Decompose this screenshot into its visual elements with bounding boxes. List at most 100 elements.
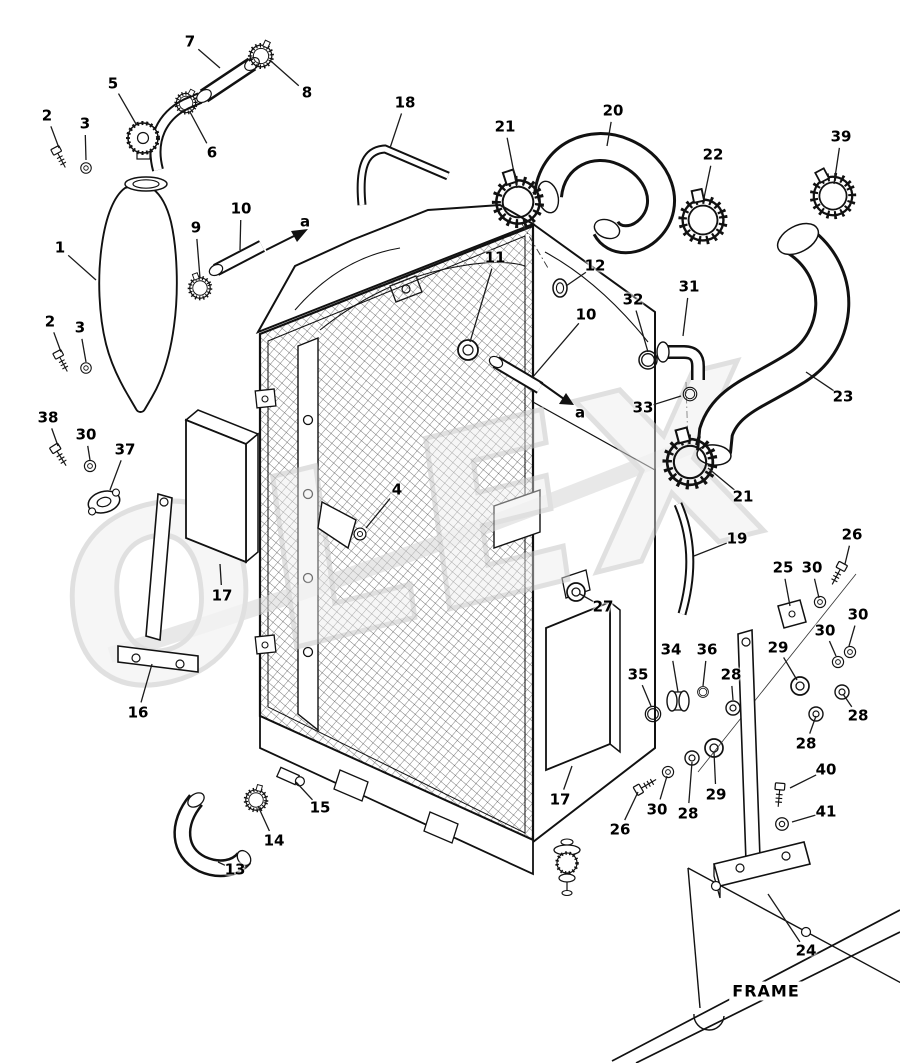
- leader-5: [117, 93, 137, 125]
- hose-20-end-2: [593, 218, 621, 240]
- construction-line-2: [685, 381, 689, 447]
- expansion-tank-group: [98, 37, 277, 413]
- hardware-alignment-line: [697, 573, 857, 773]
- lower-hose-group: [659, 162, 859, 490]
- leader-28: [809, 715, 817, 734]
- strip-19-core: [675, 502, 693, 615]
- tube-10-end: [208, 263, 224, 277]
- fitting-15: [275, 766, 305, 787]
- core-bolt-strip: [297, 336, 319, 732]
- leader-8: [271, 61, 300, 87]
- tube-10-lower-end: [488, 355, 504, 369]
- leader-21: [707, 467, 735, 491]
- filler-neck-11-inner: [462, 344, 474, 356]
- leader-30: [813, 578, 820, 599]
- overflow-tube-upper: [185, 240, 266, 301]
- leader-3: [81, 338, 87, 363]
- flange-37: [87, 488, 121, 516]
- bottom-tank: [259, 714, 534, 876]
- leader-10: [239, 219, 242, 251]
- leader-31: [682, 297, 689, 337]
- frame-label: FRAME: [729, 981, 803, 1001]
- leader-10: [531, 322, 580, 379]
- fitting-34: [666, 690, 690, 712]
- leader-34: [672, 660, 679, 693]
- leader-30: [828, 640, 837, 657]
- tube-10-lower-core: [493, 358, 543, 392]
- leader-19: [693, 542, 728, 557]
- foam-pad-left: [184, 409, 260, 564]
- leader-36: [702, 660, 707, 687]
- leader-32: [635, 310, 649, 353]
- hose-13-end-2: [236, 849, 252, 867]
- leader-29: [713, 751, 717, 785]
- upper-hose-group: [487, 132, 727, 255]
- hose-13-end-1: [187, 792, 205, 808]
- side-tank-curve: [544, 251, 649, 343]
- leader-26: [624, 791, 639, 821]
- drain-hose-group: [173, 766, 305, 878]
- leader-25: [784, 578, 791, 607]
- leader-6: [189, 111, 208, 144]
- leader-9: [196, 238, 201, 279]
- leader-24: [767, 893, 801, 943]
- construction-line-1: [521, 223, 549, 269]
- elbow-fitting-group: [638, 341, 705, 402]
- filler-neck-group: [457, 278, 568, 394]
- leader-29: [783, 657, 798, 681]
- watermark-swoosh: [107, 424, 729, 663]
- elbow-31-flange: [656, 341, 670, 363]
- hose-13-core: [176, 795, 250, 875]
- leader-17: [219, 563, 222, 586]
- block-25: [777, 599, 807, 629]
- plug-12: [552, 278, 568, 298]
- side-tank-division-line: [532, 401, 656, 471]
- hose-23-end-1: [776, 222, 820, 256]
- radiator-core-inner-frame: [267, 235, 526, 834]
- hose-7-end-1: [196, 88, 212, 104]
- bottom-foot-1: [333, 769, 369, 802]
- leader-20: [606, 121, 612, 147]
- bracket-bolt-4: [317, 500, 367, 550]
- leader-11: [469, 268, 493, 343]
- fan-shroud: [255, 203, 536, 334]
- leader-30: [848, 625, 856, 647]
- shroud-curve-1: [294, 247, 401, 311]
- left-hardware: [48, 144, 121, 516]
- tank-neck-inner: [132, 179, 160, 189]
- leader-17: [563, 765, 573, 790]
- core-mount-tab-upper: [254, 388, 277, 409]
- leader-21: [506, 137, 518, 189]
- tube-18-core: [358, 146, 449, 206]
- bracket-16: [117, 492, 199, 673]
- leader-39: [833, 147, 841, 185]
- hose-20-core: [536, 135, 673, 252]
- leader-23: [805, 371, 835, 392]
- leader-7: [197, 48, 221, 69]
- elbow-31-core: [662, 347, 703, 380]
- leader-40: [789, 774, 817, 789]
- leader-16: [140, 663, 153, 703]
- filler-neck-11: [457, 339, 479, 361]
- strip-19-group: [673, 502, 695, 616]
- mount-hardware-cluster: [697, 560, 857, 773]
- leader-28: [731, 685, 734, 701]
- leader-22: [703, 165, 712, 199]
- tube-10-upper-core: [213, 242, 265, 274]
- leader-15: [295, 781, 314, 801]
- leader-33: [653, 395, 682, 406]
- leader-35: [641, 684, 652, 707]
- leader-30: [87, 445, 91, 461]
- section-arrow-a-lower: [539, 381, 574, 405]
- port-hardware-cluster: [632, 686, 741, 797]
- leader-3: [84, 134, 87, 161]
- leader-2: [53, 332, 62, 353]
- leader-27: [579, 593, 594, 603]
- hose-23-core: [699, 227, 848, 454]
- leader-26: [844, 545, 851, 565]
- filler-pipe-core: [151, 94, 202, 172]
- core-mount-tab-lower: [254, 634, 277, 655]
- expansion-tank: [98, 184, 178, 413]
